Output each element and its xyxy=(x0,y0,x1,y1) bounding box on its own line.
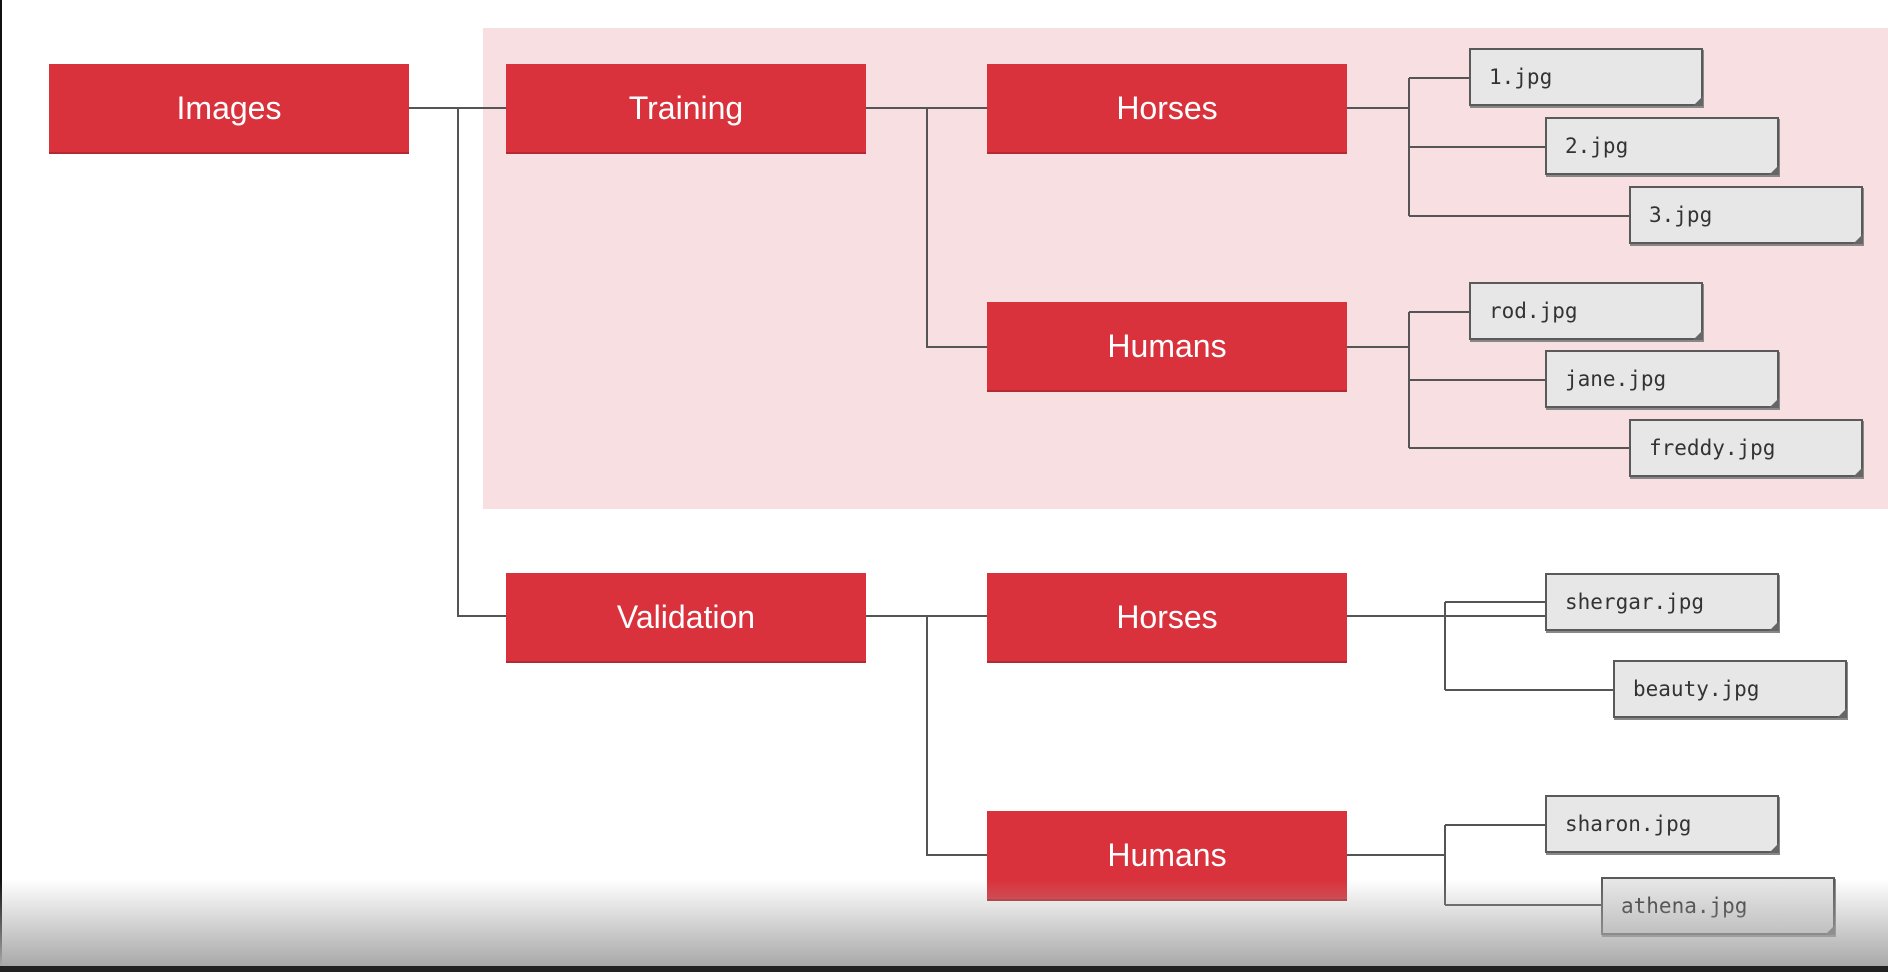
connector-training-humans xyxy=(1347,311,1629,449)
folder-training-horses: Horses xyxy=(987,64,1347,152)
folder-training: Training xyxy=(506,64,866,152)
bottom-border xyxy=(0,966,1888,972)
folder-validation-humans: Humans xyxy=(987,811,1347,899)
connector-training-horses xyxy=(1347,77,1629,217)
connector-training xyxy=(866,107,987,348)
left-edge xyxy=(0,0,2,972)
file-item: shergar.jpg xyxy=(1545,573,1779,631)
connector-validation xyxy=(866,615,987,856)
file-item: 3.jpg xyxy=(1629,186,1863,244)
folder-images: Images xyxy=(49,64,409,152)
file-item: freddy.jpg xyxy=(1629,419,1863,477)
file-item: 1.jpg xyxy=(1469,48,1703,106)
file-item: rod.jpg xyxy=(1469,282,1703,340)
folder-training-humans: Humans xyxy=(987,302,1347,390)
folder-validation-horses: Horses xyxy=(987,573,1347,661)
file-item: athena.jpg xyxy=(1601,877,1835,935)
connector-validation-humans xyxy=(1347,824,1601,906)
file-item: beauty.jpg xyxy=(1613,660,1847,718)
file-item: 2.jpg xyxy=(1545,117,1779,175)
file-item: sharon.jpg xyxy=(1545,795,1779,853)
file-item: jane.jpg xyxy=(1545,350,1779,408)
connector-images xyxy=(409,107,506,617)
connector-validation-horses xyxy=(1347,601,1613,691)
folder-validation: Validation xyxy=(506,573,866,661)
